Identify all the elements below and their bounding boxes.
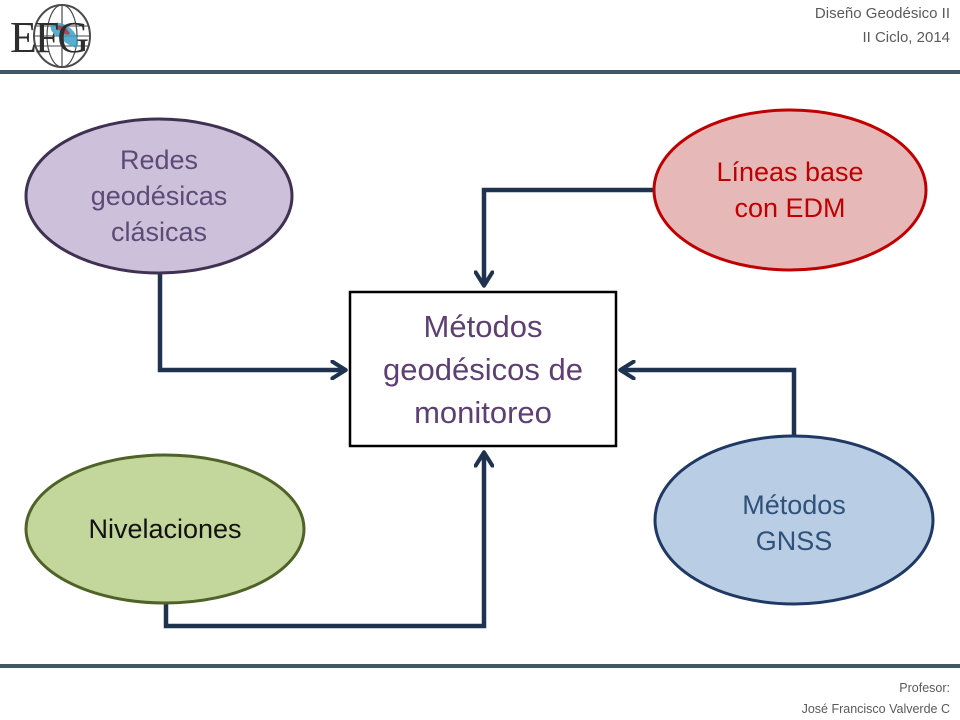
professor-name: José Francisco Valverde C bbox=[801, 702, 950, 716]
lineas-label: Líneas base con EDM bbox=[716, 157, 864, 223]
course-title: Diseño Geodésico II bbox=[814, 5, 950, 22]
gnss-ellipse bbox=[653, 434, 935, 606]
redes-label: Redes geodésicas clásicas bbox=[90, 145, 228, 247]
center-label: Métodos geodésicos de monitoreo bbox=[383, 308, 583, 430]
connector-redes bbox=[157, 272, 344, 370]
center-box bbox=[348, 290, 618, 448]
course-term: II Ciclo, 2014 bbox=[862, 29, 950, 46]
course-info: Diseño Geodésico II II Ciclo, 2014 bbox=[815, 2, 950, 50]
gnss-label: Métodos GNSS bbox=[742, 489, 846, 556]
lineas-ellipse bbox=[652, 108, 928, 272]
footer-divider bbox=[0, 664, 960, 668]
logo-text: EFG bbox=[10, 13, 89, 62]
professor-label: Profesor: bbox=[899, 681, 950, 695]
redes-ellipse bbox=[24, 117, 294, 275]
globe-icon bbox=[33, 4, 91, 68]
connector-lineas bbox=[484, 187, 653, 284]
connector-gnss bbox=[622, 370, 797, 436]
connector-nivelaciones bbox=[163, 454, 484, 629]
header-divider bbox=[0, 70, 960, 74]
nivelaciones-label: Nivelaciones bbox=[88, 514, 242, 544]
efg-logo: EFG bbox=[4, 2, 120, 70]
nivelaciones-ellipse bbox=[24, 453, 306, 605]
professor-info: Profesor: José Francisco Valverde C bbox=[802, 678, 950, 720]
